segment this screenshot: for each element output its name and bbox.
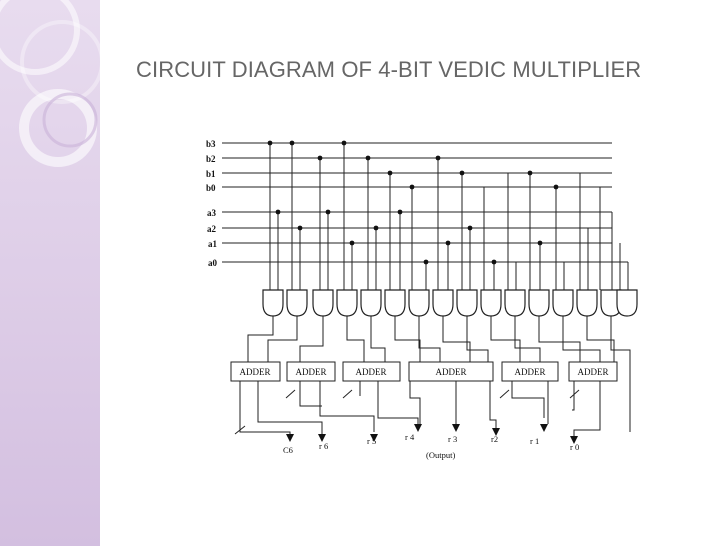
adder-label: ADDER xyxy=(296,367,327,377)
output-label-r0: r 0 xyxy=(570,442,579,452)
slide-title: CIRCUIT DIAGRAM OF 4-BIT VEDIC MULTIPLIE… xyxy=(136,57,642,82)
input-label-a2: a2 xyxy=(207,224,217,234)
output-label-r3: r 3 xyxy=(448,434,457,444)
input-label-b0: b0 xyxy=(206,183,216,193)
output-label-r2: r2 xyxy=(491,434,498,444)
adder-box xyxy=(568,361,618,382)
input-label-b3: b3 xyxy=(206,139,216,149)
input-label-a0: a0 xyxy=(208,258,218,268)
output-label-c6: C6 xyxy=(283,445,293,455)
adder-box xyxy=(501,361,559,382)
input-label-b2: b2 xyxy=(206,154,216,164)
input-label-a3: a3 xyxy=(207,208,217,218)
input-label-a1: a1 xyxy=(208,239,218,249)
adder-box xyxy=(230,361,281,382)
output-label-r6: r 6 xyxy=(319,441,328,451)
adder-label: ADDER xyxy=(578,367,609,377)
adder-label: ADDER xyxy=(436,367,467,377)
adder-box xyxy=(408,361,494,382)
output-label-r5: r 5 xyxy=(367,436,376,446)
adder-label: ADDER xyxy=(515,367,546,377)
input-label-b1: b1 xyxy=(206,169,216,179)
adder-box xyxy=(286,361,336,382)
adder-label: ADDER xyxy=(356,367,387,377)
adder-label: ADDER xyxy=(240,367,271,377)
output-label-r1: r 1 xyxy=(530,436,539,446)
adder-box xyxy=(342,361,401,382)
output-caption: (Output) xyxy=(426,450,455,460)
slide-sidebar-decoration xyxy=(0,0,104,546)
output-label-r4: r 4 xyxy=(405,432,415,442)
